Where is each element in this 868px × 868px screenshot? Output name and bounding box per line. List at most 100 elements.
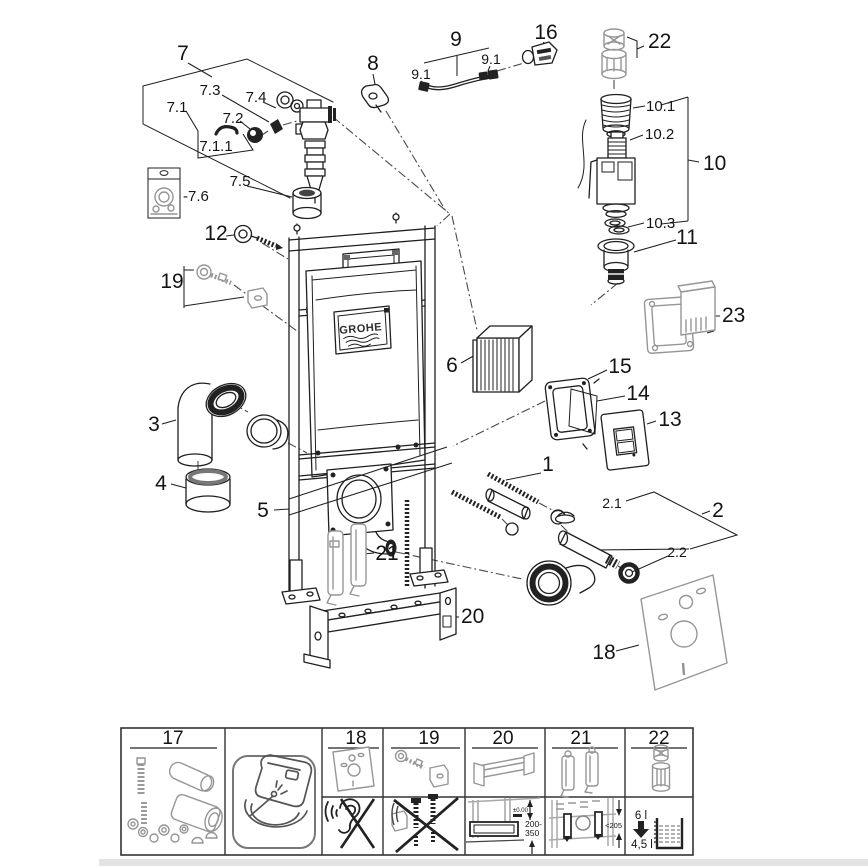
- frame-feet: [281, 547, 449, 605]
- part-1-group: 1: [450, 453, 566, 536]
- installation-frame: GROHE: [281, 212, 449, 605]
- callout-14: 14: [626, 382, 650, 405]
- callout-6: 6: [446, 354, 458, 377]
- legend-18-parts: [324, 746, 376, 849]
- filling-valve: [295, 99, 336, 204]
- max-height-text: <205: [605, 821, 622, 830]
- extension-leg: [350, 523, 367, 587]
- legend-19-parts: [391, 749, 459, 854]
- hook-part: [214, 125, 239, 136]
- brand-logo: GROHE: [339, 321, 383, 337]
- callout-2-2: 2.2: [667, 544, 687, 560]
- part-12-group: 12: [204, 222, 283, 250]
- part-10-group: 10 10.1 10.2 10.3: [577, 93, 726, 285]
- callout-9-1a: 9.1: [411, 66, 431, 82]
- range-top-text: 200-: [525, 819, 542, 829]
- callout-11: 11: [676, 226, 698, 249]
- telescope-pipe: [600, 93, 632, 138]
- callout-9: 9: [450, 28, 462, 51]
- part-16-group: 16: [521, 21, 558, 66]
- elbow-mouth: [205, 382, 247, 418]
- callout-3: 3: [148, 413, 160, 436]
- legend-20-parts: ±0.00 200- 350: [465, 752, 542, 854]
- spare-seal-bag: [147, 167, 181, 219]
- callout-13: 13: [658, 408, 681, 431]
- crossed-out-mark: [339, 798, 376, 849]
- part-21-legs-group: 21: [326, 523, 399, 606]
- callout-7-1: 7.1: [167, 99, 188, 116]
- brand-plate: GROHE: [333, 305, 392, 355]
- callout-10-1: 10.1: [646, 98, 675, 115]
- legend-17-label: 17: [162, 728, 183, 749]
- brand-dot: [384, 308, 389, 313]
- spacer-sleeve: [246, 414, 289, 450]
- angle-bracket: [247, 287, 268, 309]
- seal-ring: [618, 562, 640, 584]
- legend-22-parts: 6 l 4,5 l: [631, 744, 684, 851]
- threaded-rod: [486, 471, 540, 505]
- callout-7-1-1: 7.1.1: [199, 138, 232, 155]
- callout-7-5: 7.5: [230, 173, 251, 190]
- part-14-group: 14: [568, 382, 650, 435]
- bracket-rod: [210, 272, 232, 286]
- part-8-group: 8: [360, 52, 390, 113]
- legend-17-parts: [127, 757, 223, 844]
- ear-icon: [324, 798, 361, 834]
- cone-seal: [270, 119, 283, 134]
- control-module: [643, 280, 716, 354]
- legend-strip: 17 18 19 20 21 22: [120, 727, 694, 856]
- flush-full-text: 6 l: [635, 810, 647, 822]
- hose-fitting-left: [418, 81, 430, 92]
- seal-washers: [604, 218, 630, 235]
- callout-7-3: 7.3: [200, 82, 221, 99]
- legend-21-label: 21: [570, 728, 591, 749]
- callout-1: 1: [542, 453, 554, 476]
- height-diagram: [548, 798, 622, 848]
- install-diagram: [465, 797, 541, 854]
- callout-7-4: 7.4: [246, 89, 267, 106]
- part-23-group: 23: [643, 280, 745, 354]
- clamp-part: [360, 83, 390, 109]
- callout-7-2: 7.2: [223, 110, 244, 127]
- callout-2: 2: [712, 499, 724, 522]
- callout-10-2: 10.2: [645, 126, 674, 143]
- cistern-board: GROHE: [305, 260, 426, 478]
- bracket-eyelet: [196, 264, 212, 280]
- flush-reduced-text: 4,5 l: [631, 839, 653, 851]
- sound-insulation-mat: [640, 574, 728, 691]
- anchor-eyelet: [233, 224, 253, 244]
- part-22-top-group: 22: [601, 28, 671, 80]
- callout-2-1: 2.1: [602, 495, 622, 511]
- filler-adapter: [601, 28, 627, 80]
- flush-valve: [577, 119, 636, 219]
- flush-bend-pipe: [559, 531, 613, 569]
- callout-21: 21: [375, 542, 398, 565]
- bottom-divider-bar: [99, 859, 868, 866]
- legend-21-parts: <205: [548, 746, 622, 848]
- part-13-group: 13: [600, 408, 682, 471]
- valve-wire: [577, 119, 587, 189]
- callout-15: 15: [608, 355, 631, 378]
- wc-mounting-plate: [326, 463, 394, 537]
- part-19-set-group: 19: [160, 264, 268, 309]
- threaded-rod: [450, 489, 502, 520]
- part-7-group: 7 7.3 7.4 7.1 7.2 7.1.1 7.5 -7.6: [142, 42, 336, 220]
- cup-part: [292, 186, 322, 220]
- cap-nut: [505, 522, 519, 536]
- callout-23: 23: [722, 304, 745, 327]
- legend-19-label: 19: [418, 728, 439, 749]
- part-2-group: 2.1 2 2.2: [526, 491, 739, 606]
- callout-16: 16: [534, 21, 557, 44]
- anchor-screw: [256, 235, 277, 249]
- callout-12: 12: [204, 222, 227, 245]
- part-3-group: 3: [148, 382, 247, 467]
- callout-19: 19: [160, 270, 183, 293]
- part-9-group: 9 9.1 9.1: [411, 28, 501, 92]
- legend-seat-pictogram: [232, 754, 316, 849]
- callout-7: 7: [177, 42, 189, 65]
- part-4-group: 4: [155, 468, 231, 513]
- callout-7-6: -7.6: [183, 188, 209, 205]
- callout-8: 8: [367, 52, 379, 75]
- hose-fitting-right: [478, 71, 489, 81]
